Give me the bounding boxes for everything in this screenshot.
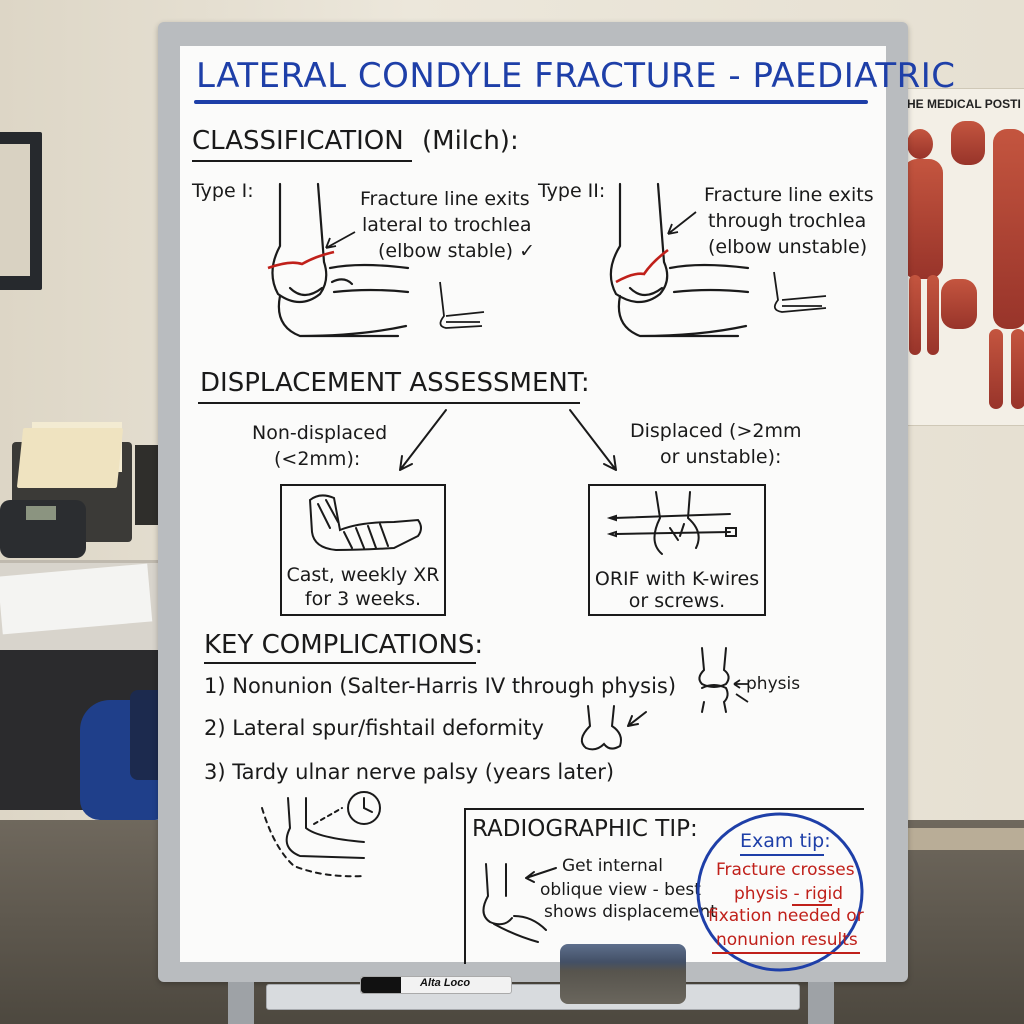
- orif-text-line2: or screws.: [628, 590, 726, 612]
- marker-tray: [266, 984, 800, 1010]
- radiographic-line1: Get internal: [562, 856, 663, 876]
- complication-item-3: 3) Tardy ulnar nerve palsy (years later): [204, 760, 615, 784]
- fishtail-sketch: [580, 705, 647, 751]
- displaced-label-line1: Displaced (>2mm: [630, 420, 802, 442]
- rigid-underline: [792, 904, 832, 906]
- poster-title: HE MEDICAL POSTI: [907, 97, 1021, 111]
- board-stand-leg: [808, 982, 834, 1024]
- type2-label: Type II:: [538, 180, 606, 202]
- poster-figure-leg: [927, 275, 939, 355]
- radiographic-line3: shows displacement: [544, 902, 717, 922]
- poster-figure-leg: [909, 275, 921, 355]
- radiographic-line2: oblique view - best: [540, 880, 701, 900]
- type1-line2: lateral to trochlea: [362, 214, 532, 236]
- type1-line3: (elbow stable) ✓: [378, 240, 536, 262]
- exam-tip-line2: physis - rigid: [734, 884, 844, 904]
- displacement-underline: [198, 402, 580, 404]
- poster-figure-organ: [951, 121, 985, 165]
- physis-arrow: [733, 679, 749, 703]
- title-underline: [194, 100, 868, 104]
- oblique-view-sketch: [482, 863, 557, 943]
- complication-item-2: 2) Lateral spur/fishtail deformity: [204, 716, 544, 740]
- kwire-sketch: [606, 491, 737, 555]
- framed-certificate: [0, 132, 42, 290]
- whiteboard-eraser[interactable]: [560, 944, 686, 1004]
- classification-heading-suffix: (Milch):: [422, 126, 519, 156]
- non-displaced-label-line1: Non-displaced: [252, 422, 388, 444]
- cast-treatment-box: [280, 484, 446, 616]
- type2-elbow-sketch: [609, 182, 827, 338]
- exam-tip-line4: nonunion results: [716, 930, 858, 950]
- cast-text-line2: for 3 weeks.: [304, 588, 422, 610]
- type2-line2: through trochlea: [708, 210, 867, 232]
- orif-treatment-box: [588, 484, 766, 616]
- poster-figure-pelvis: [941, 279, 977, 329]
- exam-tip-line3: fixation needed or: [708, 906, 864, 926]
- displacement-arrows: [399, 409, 617, 471]
- type1-label: Type I:: [192, 180, 254, 202]
- desk-phone: [0, 500, 86, 558]
- board-stand-leg: [228, 982, 254, 1024]
- classification-underline: [192, 160, 412, 162]
- baseboard: [880, 828, 1024, 850]
- ulnar-nerve-sketch: [261, 791, 381, 878]
- poster-figure-torso: [903, 159, 943, 279]
- poster-figure-head: [907, 129, 933, 159]
- exam-tip-underline: [740, 854, 824, 856]
- radiographic-left-line: [464, 808, 466, 964]
- marker-label: Alta Loco: [420, 977, 471, 989]
- radiographic-heading: RADIOGRAPHIC TIP:: [472, 816, 698, 842]
- physis-sketch: [698, 647, 730, 713]
- classification-heading: CLASSIFICATION: [192, 126, 404, 156]
- type1-elbow-sketch: [267, 182, 485, 338]
- type2-line1: Fracture line exits: [704, 184, 874, 206]
- displaced-label-line2: or unstable):: [660, 446, 782, 468]
- type1-line1: Fracture line exits: [360, 188, 530, 210]
- nonunion-underline: [712, 952, 860, 954]
- exam-tip-line1: Fracture crosses: [716, 860, 855, 880]
- complication-item-1: 1) Nonunion (Salter-Harris IV through ph…: [204, 674, 677, 698]
- anatomy-poster: HE MEDICAL POSTI: [898, 88, 1024, 426]
- radiographic-top-line: [464, 808, 864, 810]
- dry-erase-marker[interactable]: [360, 976, 512, 994]
- type2-line3: (elbow unstable): [708, 236, 868, 258]
- cast-text-line1: Cast, weekly XR: [286, 564, 440, 586]
- poster-figure-leg: [1011, 329, 1024, 409]
- physis-annotation: physis: [746, 674, 801, 694]
- complications-underline: [204, 662, 476, 664]
- board-title: LATERAL CONDYLE FRACTURE - PAEDIATRIC: [196, 56, 956, 96]
- poster-figure-leg: [989, 329, 1003, 409]
- displacement-heading: DISPLACEMENT ASSESSMENT:: [200, 368, 590, 398]
- non-displaced-label-line2: (<2mm):: [274, 448, 361, 470]
- orif-text-line1: ORIF with K-wires: [594, 568, 760, 590]
- exam-tip-circle: [696, 812, 864, 972]
- complications-heading: KEY COMPLICATIONS:: [204, 630, 484, 660]
- poster-figure-right: [993, 129, 1024, 329]
- cast-arm-sketch: [308, 494, 422, 552]
- exam-tip-heading: Exam tip:: [740, 830, 831, 852]
